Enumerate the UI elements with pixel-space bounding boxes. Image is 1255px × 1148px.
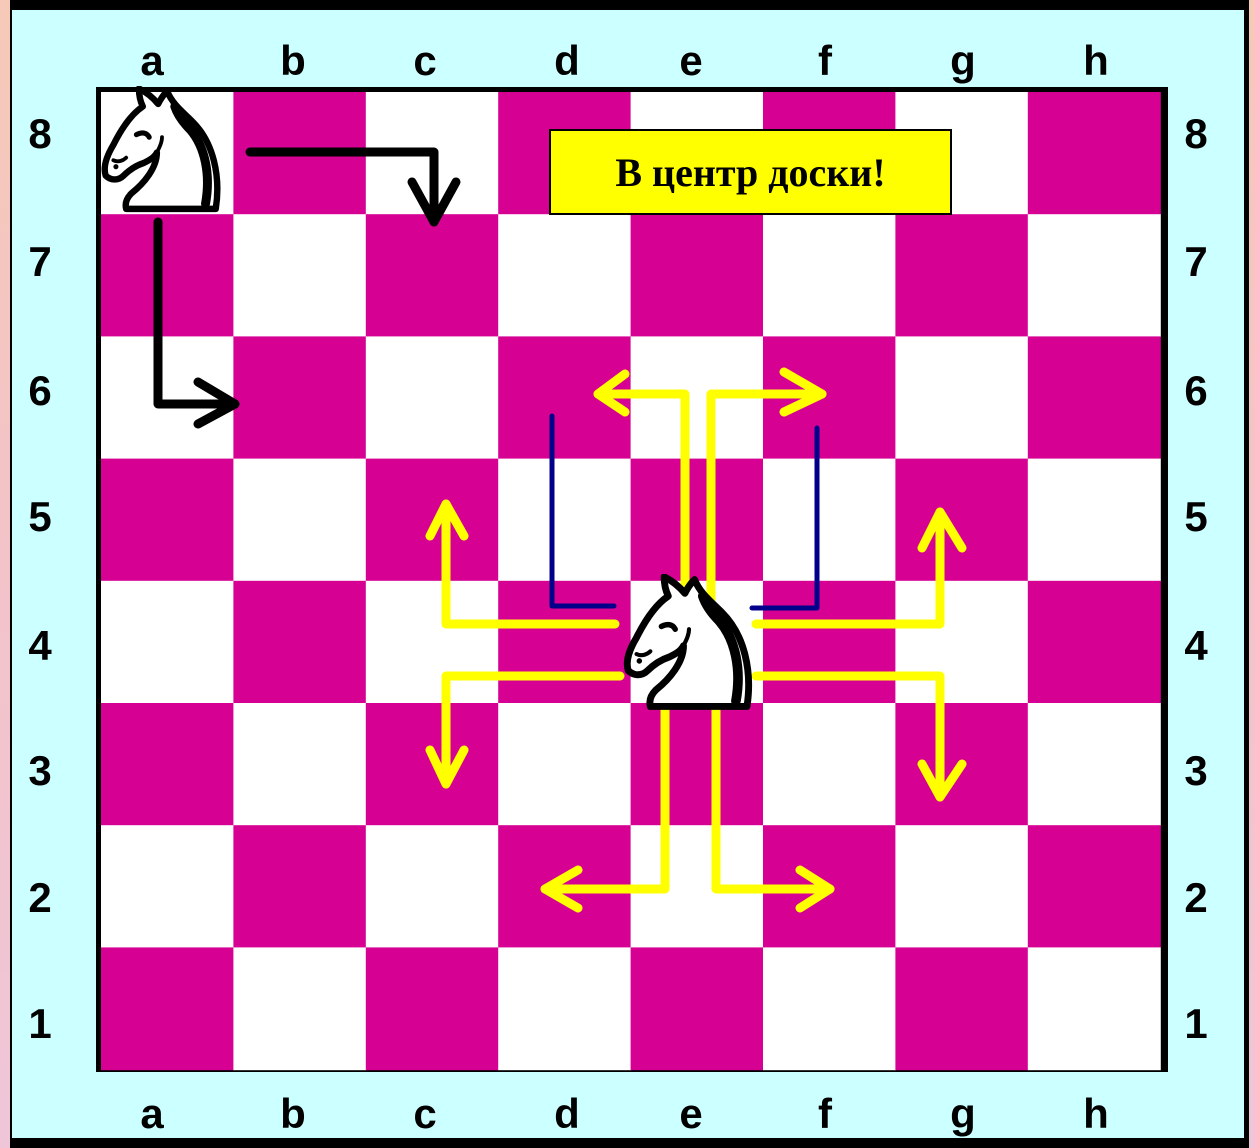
- square-e3[interactable]: [631, 703, 764, 826]
- square-f4[interactable]: [763, 581, 896, 704]
- square-d1[interactable]: [498, 947, 631, 1070]
- square-g6[interactable]: [895, 336, 1028, 459]
- square-h4[interactable]: [1028, 581, 1161, 704]
- square-f5[interactable]: [763, 459, 896, 582]
- square-d7[interactable]: [498, 214, 631, 337]
- square-h3[interactable]: [1028, 703, 1161, 826]
- square-b3[interactable]: [233, 703, 366, 826]
- square-c5[interactable]: [366, 459, 499, 582]
- square-d4[interactable]: [498, 581, 631, 704]
- square-c2[interactable]: [366, 825, 499, 948]
- square-g5[interactable]: [895, 459, 1028, 582]
- square-f1[interactable]: [763, 947, 896, 1070]
- banner-text: В центр доски!: [615, 149, 885, 196]
- square-a6[interactable]: [101, 336, 234, 459]
- square-c7[interactable]: [366, 214, 499, 337]
- square-f7[interactable]: [763, 214, 896, 337]
- square-b4[interactable]: [233, 581, 366, 704]
- square-h5[interactable]: [1028, 459, 1161, 582]
- square-f3[interactable]: [763, 703, 896, 826]
- square-b5[interactable]: [233, 459, 366, 582]
- square-a2[interactable]: [101, 825, 234, 948]
- square-h6[interactable]: [1028, 336, 1161, 459]
- square-g4[interactable]: [895, 581, 1028, 704]
- square-b1[interactable]: [233, 947, 366, 1070]
- square-a1[interactable]: [101, 947, 234, 1070]
- board-squares: [101, 92, 1161, 1070]
- square-h7[interactable]: [1028, 214, 1161, 337]
- square-h2[interactable]: [1028, 825, 1161, 948]
- square-c1[interactable]: [366, 947, 499, 1070]
- square-b2[interactable]: [233, 825, 366, 948]
- square-c4[interactable]: [366, 581, 499, 704]
- square-b7[interactable]: [233, 214, 366, 337]
- square-d3[interactable]: [498, 703, 631, 826]
- square-b6[interactable]: [233, 336, 366, 459]
- square-a7[interactable]: [101, 214, 234, 337]
- square-e5[interactable]: [631, 459, 764, 582]
- square-c6[interactable]: [366, 336, 499, 459]
- square-g7[interactable]: [895, 214, 1028, 337]
- square-a4[interactable]: [101, 581, 234, 704]
- square-g1[interactable]: [895, 947, 1028, 1070]
- square-a5[interactable]: [101, 459, 234, 582]
- square-e7[interactable]: [631, 214, 764, 337]
- square-e1[interactable]: [631, 947, 764, 1070]
- square-a3[interactable]: [101, 703, 234, 826]
- banner: В центр доски!: [549, 129, 952, 215]
- square-h8[interactable]: [1028, 92, 1161, 215]
- square-h1[interactable]: [1028, 947, 1161, 1070]
- square-g2[interactable]: [895, 825, 1028, 948]
- square-d5[interactable]: [498, 459, 631, 582]
